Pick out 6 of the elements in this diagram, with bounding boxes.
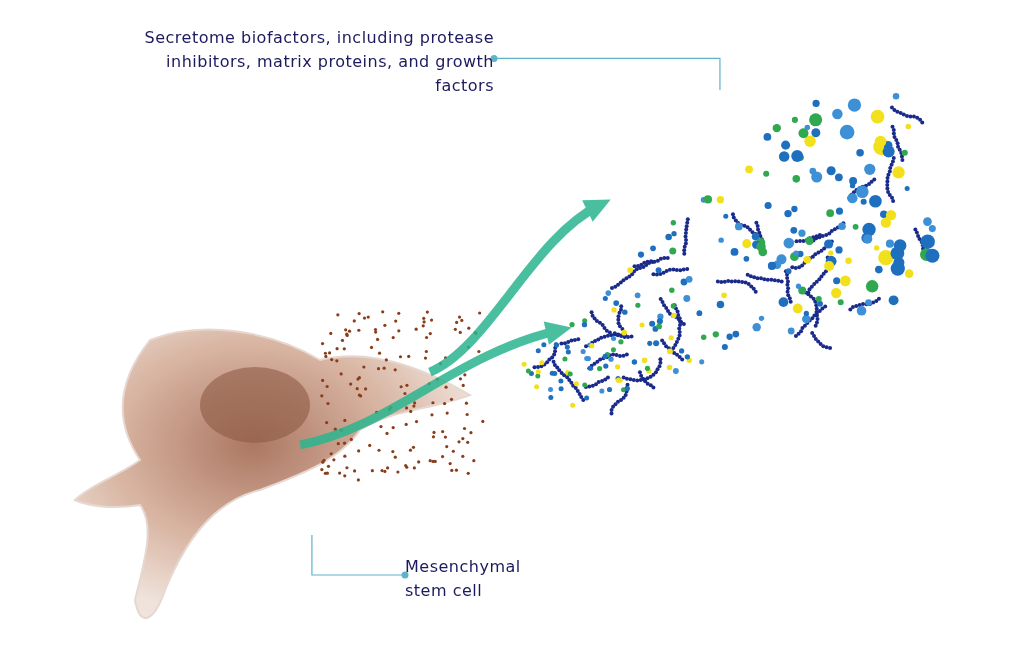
arrow bbox=[427, 198, 611, 377]
arrow bbox=[299, 322, 572, 450]
callout-text: Mesenchymal stem cell bbox=[405, 555, 565, 603]
leader-line bbox=[490, 54, 721, 91]
leader-line bbox=[311, 534, 409, 579]
callout-text: Secretome biofactors, including protease inhibitors, matrix proteins, and growth factors bbox=[122, 26, 494, 98]
